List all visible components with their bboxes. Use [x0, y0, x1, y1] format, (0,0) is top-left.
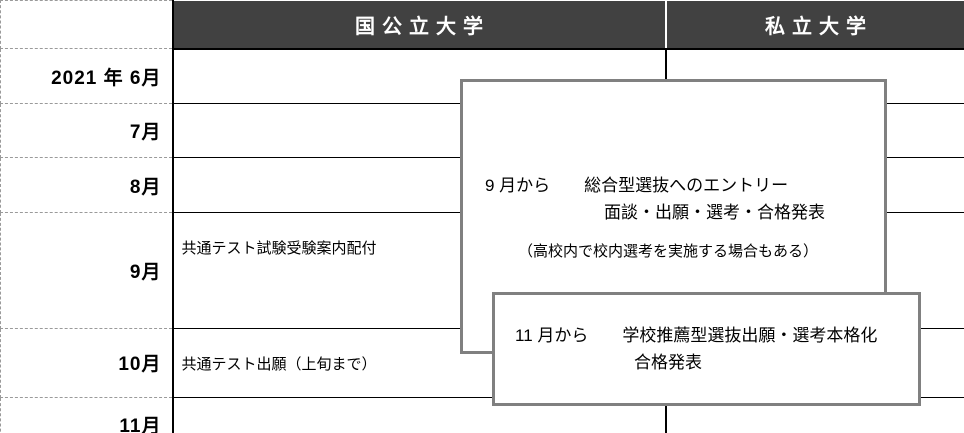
- column-header-national: 国公立大学: [172, 0, 667, 50]
- cell-private-jun-text: [675, 71, 964, 74]
- month-label-jun: 2021 年 6月: [0, 48, 174, 104]
- callout-sogogata-line1: 9 月から 総合型選抜へのエントリー: [485, 175, 789, 195]
- cell-national-sep-text: 共通テスト試験受験案内配付: [181, 239, 377, 257]
- callout-sogogata-line2: 面談・出願・選考・合格発表: [485, 203, 825, 222]
- cell-national-nov-text: [182, 420, 665, 423]
- month-label-nov: 11月: [0, 397, 174, 433]
- cell-private-nov-text: [675, 420, 964, 423]
- cell-national-oct-text: 共通テスト出願（上旬まで）: [181, 355, 377, 373]
- callout-suisen-line2: 合格発表: [515, 353, 702, 372]
- header-month-corner: [0, 0, 174, 49]
- month-label-aug: 8月: [0, 157, 174, 213]
- month-label-sep: 9月: [0, 212, 174, 329]
- month-label-oct: 10月: [0, 327, 174, 399]
- callout-sogogata-note: （高校内で校内選考を実施する場合もある）: [518, 243, 819, 261]
- callout-box-gakko-suisen-senbatsu: 11 月から 学校推薦型選抜出願・選考本格化 合格発表: [492, 292, 921, 406]
- table-header-row: 国公立大学 私立大学: [0, 0, 964, 50]
- cell-national-jun-text: [182, 71, 665, 74]
- month-label-jul: 7月: [0, 103, 174, 158]
- column-header-private: 私立大学: [665, 0, 964, 50]
- callout-suisen-line1: 11 月から 学校推薦型選抜出願・選考本格化: [515, 325, 878, 345]
